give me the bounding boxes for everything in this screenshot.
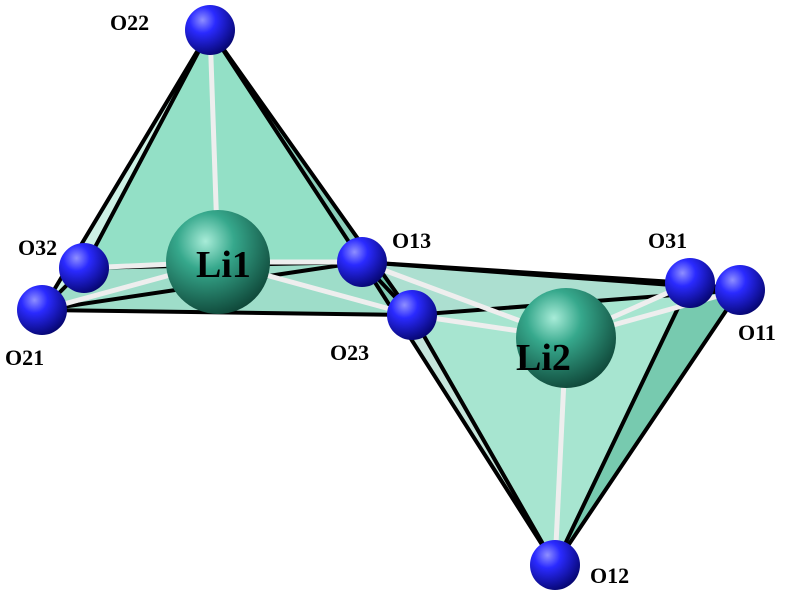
label-o32: O32	[18, 235, 57, 260]
face	[412, 290, 740, 565]
label-o23: O23	[330, 340, 369, 365]
atom-li1[interactable]	[166, 210, 270, 314]
atom-labels: O22 O32 O21 O13 O23 O31 O11 O12	[5, 10, 776, 588]
atom-o11[interactable]	[715, 265, 765, 315]
face	[362, 262, 740, 315]
label-o12: O12	[590, 563, 629, 588]
label-o21: O21	[5, 345, 44, 370]
atom-li2[interactable]	[516, 288, 616, 388]
oxygen-atoms	[17, 5, 765, 590]
lithium-atoms: Li1 Li2	[166, 210, 616, 388]
label-o31: O31	[648, 228, 687, 253]
atom-o21[interactable]	[17, 285, 67, 335]
face	[84, 30, 362, 268]
atom-o13[interactable]	[337, 237, 387, 287]
atom-o32[interactable]	[59, 243, 109, 293]
atom-li1-label: Li1	[196, 244, 251, 286]
atom-o22[interactable]	[185, 5, 235, 55]
atom-o31[interactable]	[665, 258, 715, 308]
label-o22: O22	[110, 10, 149, 35]
label-o11: O11	[738, 320, 776, 345]
atom-li2-label: Li2	[516, 337, 571, 379]
atom-o23[interactable]	[387, 290, 437, 340]
label-o13: O13	[392, 228, 431, 253]
face	[42, 30, 412, 315]
atom-o12[interactable]	[530, 540, 580, 590]
